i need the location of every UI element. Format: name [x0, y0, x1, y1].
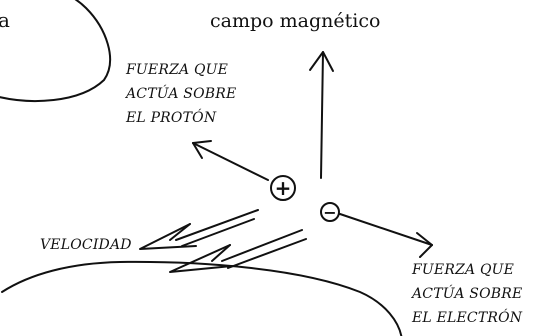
top-left-bubble: [0, 0, 112, 102]
electron-force-line-1: FUERZA QUE: [412, 262, 515, 278]
top-left-fragment: a: [0, 8, 10, 32]
bottom-bubble: [1, 260, 403, 336]
proton-symbol: +: [275, 176, 292, 200]
electron-force-line-3: EL ELECTRÓN: [412, 310, 523, 326]
electron-symbol: −: [323, 203, 336, 222]
electron-force-label: FUERZA QUE ACTÚA SOBRE EL ELECTRÓN: [412, 258, 522, 330]
proton-force-line-3: EL PROTÓN: [126, 110, 217, 126]
electron-force-arrow: [339, 213, 433, 258]
magnetic-field-label: campo magnético: [210, 10, 381, 32]
velocity-label: VELOCIDAD: [40, 237, 132, 253]
magnetic-field-arrow: [309, 51, 334, 179]
proton-particle: [270, 175, 296, 201]
electron-force-line-2: ACTÚA SOBRE: [412, 286, 523, 302]
proton-force-label: FUERZA QUE ACTÚA SOBRE EL PROTÓN: [126, 58, 236, 130]
electron-particle: [320, 202, 340, 222]
proton-force-line-1: FUERZA QUE: [126, 62, 229, 78]
proton-force-arrow: [192, 140, 269, 181]
electron-velocity-arrow: [169, 229, 307, 273]
proton-velocity-arrow: [139, 209, 259, 250]
proton-force-line-2: ACTÚA SOBRE: [126, 86, 237, 102]
